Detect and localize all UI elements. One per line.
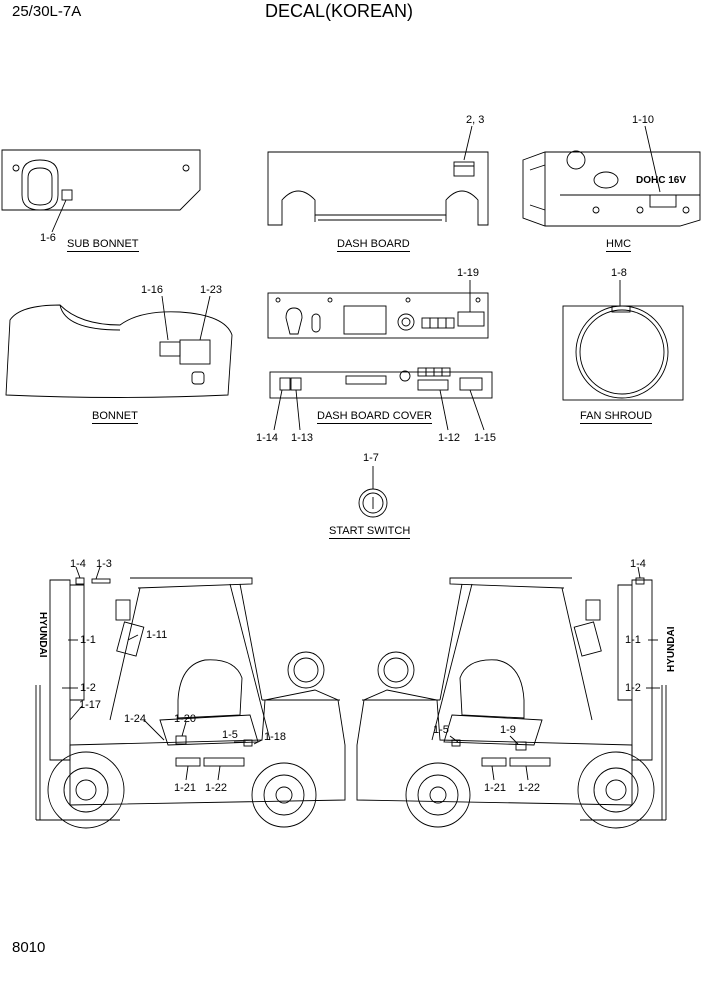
decal-1-6-marker — [61, 189, 73, 201]
page-title: DECAL(KOREAN) — [265, 1, 414, 21]
callout-1-23: 1-23 — [200, 284, 223, 296]
decal-1-13-marker — [290, 377, 302, 391]
decal-1-12-marker — [417, 379, 449, 391]
decal-1-16-marker — [159, 341, 181, 357]
caption-dash-board-cover: DASH BOARD COVER — [317, 410, 432, 424]
right-callout-1-1: 1-1 — [625, 634, 641, 646]
right-callout-1-4: 1-4 — [630, 558, 646, 570]
page-number: 8010 — [12, 939, 46, 956]
right-callout-1-2: 1-2 — [625, 682, 641, 694]
callout-1-19: 1-19 — [457, 267, 480, 279]
caption-bonnet: BONNET — [92, 410, 138, 424]
right-callout-1-22: 1-22 — [518, 782, 541, 794]
caption-start-switch: START SWITCH — [329, 525, 411, 539]
dash-board-cover-drawing — [269, 367, 493, 399]
left-callout-1-1: 1-1 — [80, 634, 96, 646]
left-callout-1-24: 1-24 — [124, 713, 147, 725]
decal-1-8-marker — [611, 305, 631, 313]
left-callout-1-5: 1-5 — [222, 729, 238, 741]
left-callout-1-4: 1-4 — [70, 558, 86, 570]
sub-bonnet-drawing — [1, 149, 201, 211]
right-callout-1-9: 1-9 — [500, 724, 516, 736]
decal-1-15-marker — [459, 377, 483, 391]
left-mast-brand: HYUNDAI — [37, 612, 48, 658]
callout-1-14: 1-14 — [256, 432, 279, 444]
right-callout-1-21: 1-21 — [484, 782, 507, 794]
caption-hmc: HMC — [606, 238, 632, 252]
fan-shroud-drawing — [562, 305, 684, 401]
caption-dash-board: DASH BOARD — [337, 238, 410, 252]
callout-1-13: 1-13 — [291, 432, 314, 444]
callout-1-6: 1-6 — [40, 232, 56, 244]
dash-board-drawing — [267, 151, 489, 226]
callout-1-10: 1-10 — [632, 114, 655, 126]
left-callout-1-3: 1-3 — [96, 558, 112, 570]
callout-2-3: 2, 3 — [466, 114, 485, 126]
left-callout-1-17: 1-17 — [79, 699, 102, 711]
caption-sub-bonnet: SUB BONNET — [67, 238, 139, 252]
left-callout-1-18: 1-18 — [264, 731, 287, 743]
callout-1-15: 1-15 — [474, 432, 497, 444]
caption-fan-shroud: FAN SHROUD — [580, 410, 653, 424]
decal-1-14-marker — [279, 377, 291, 391]
dash-panel-drawing — [267, 292, 489, 339]
callout-1-7: 1-7 — [363, 452, 379, 464]
start-switch-drawing — [358, 488, 388, 518]
decal-1-19-marker — [457, 311, 485, 327]
left-callout-1-22: 1-22 — [205, 782, 228, 794]
callout-1-8: 1-8 — [611, 267, 627, 279]
left-forklift-drawing — [35, 577, 346, 829]
decal-2-3-marker — [453, 161, 475, 177]
right-callout-1-5: 1-5 — [433, 724, 449, 736]
left-callout-1-21: 1-21 — [174, 782, 197, 794]
decal-1-10-marker — [649, 194, 677, 208]
model-number: 25/30L-7A — [12, 3, 82, 20]
engine-cover-text: DOHC 16V — [636, 175, 687, 186]
right-forklift-drawing — [356, 577, 667, 829]
bonnet-drawing — [5, 304, 233, 398]
callout-1-16: 1-16 — [141, 284, 164, 296]
right-mast-brand: HYUNDAI — [666, 626, 677, 672]
left-callout-1-11: 1-11 — [146, 629, 168, 641]
left-callout-1-2: 1-2 — [80, 682, 96, 694]
left-callout-1-20: 1-20 — [174, 713, 197, 725]
callout-1-12: 1-12 — [438, 432, 461, 444]
hmc-engine-cover-drawing — [522, 150, 701, 227]
decal-1-23-marker — [179, 339, 211, 365]
